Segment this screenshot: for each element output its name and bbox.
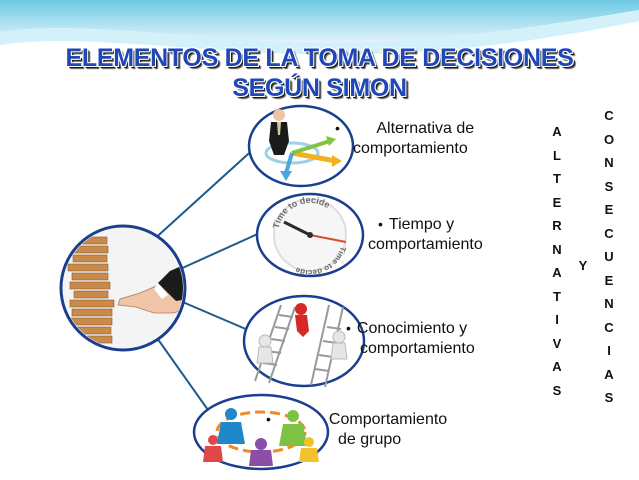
node-2-bullet: • [378,216,383,232]
node-2-line1: Tiempo y [388,216,455,233]
vertical-letter: A [552,124,562,139]
clock-icon: Time to decide Time to decide [255,192,365,278]
vertical-letter: C [604,319,614,335]
node-3-bullet: • [346,320,351,336]
node-3-line1: Conocimiento y [356,320,468,337]
vertical-letter: I [607,343,611,358]
vertical-letter: R [552,218,562,233]
vertical-letter: C [604,225,614,241]
ladder-figures-icon [242,294,366,388]
node-4-line2: de grupo [338,431,402,448]
node-3-label: • Conocimiento y comportamiento [346,318,475,359]
node-1-label: • Alternativa de comportamiento [335,118,474,159]
node-4-line1: Comportamiento [328,411,448,428]
connector-2 [177,231,263,271]
vertical-letter: N [604,296,614,311]
businessman-arrows-icon [247,104,355,188]
vertical-letter: S [604,178,614,194]
node-2-label: • Tiempo y comportamiento [368,214,483,255]
vertical-letter: V [552,335,562,351]
vertical-letter: A [552,265,562,280]
vertical-letter: S [552,382,562,398]
page-title-line1: ELEMENTOS DE LA TOMA DE DECISIONES [65,44,574,72]
node-1-bullet: • [335,120,340,136]
vertical-word-y: Y [578,258,588,273]
jenga-tower-hand-icon [59,224,187,352]
vertical-letter: O [603,131,615,147]
vertical-letter: N [552,241,562,257]
vertical-letter: L [553,147,561,163]
connector-1 [139,144,259,253]
node-4-bullet: • [266,411,271,427]
vertical-letter: S [604,390,614,405]
vertical-letter: T [553,171,561,186]
vertical-letter: N [604,155,614,170]
vertical-letter: I [555,312,559,327]
vertical-letter: U [604,249,614,264]
node-3-line2: comportamiento [360,340,475,357]
vertical-letter: T [553,288,561,304]
group-figures-icon [192,393,330,471]
vertical-letter: E [604,202,614,217]
vertical-letter: E [552,194,562,210]
node-1-line2: comportamiento [353,140,468,157]
connector-4 [149,327,209,411]
page-title-line2: SEGÚN SIMON [232,74,407,102]
node-4-label: • Comportamiento de grupo [266,409,447,450]
node-1-line1: Alternativa de [376,120,475,137]
vertical-letter: A [604,366,614,382]
vertical-letter: C [604,108,614,123]
connector-3 [177,299,249,331]
vertical-letter: A [552,359,562,374]
vertical-letter: E [604,272,614,288]
node-2-line2: comportamiento [368,236,483,253]
